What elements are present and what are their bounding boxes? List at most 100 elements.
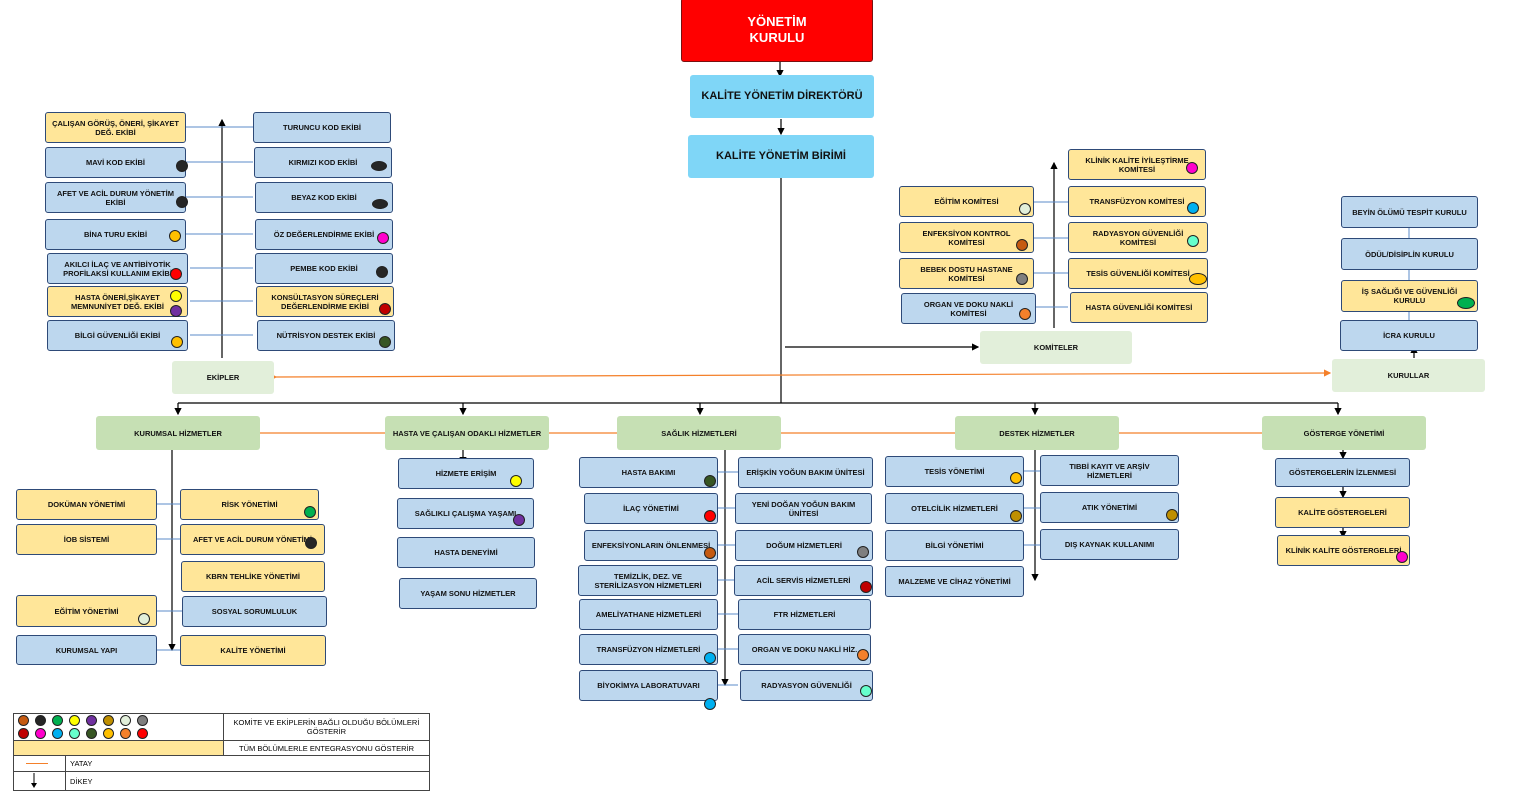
health-right-6[interactable]: ORGAN VE DOKU NAKLİ HİZ.	[738, 634, 871, 665]
color-marker-dot	[377, 232, 389, 244]
support-left-2[interactable]: OTELCİLİK HİZMETLERİ	[885, 493, 1024, 524]
team-right-5[interactable]: PEMBE KOD EKİBİ	[255, 253, 393, 284]
patient-services-header[interactable]: HASTA VE ÇALIŞAN ODAKLI HİZMETLER	[385, 416, 549, 450]
team-right-1[interactable]: TURUNCU KOD EKİBİ	[253, 112, 391, 143]
health-left-2[interactable]: İLAÇ YÖNETİMİ	[584, 493, 718, 524]
health-right-3[interactable]: DOĞUM HİZMETLERİ	[735, 530, 873, 561]
board-item-1[interactable]: BEYİN ÖLÜMÜ TESPİT KURULU	[1341, 196, 1478, 228]
indicator-management-header[interactable]: GÖSTERGE YÖNETİMİ	[1262, 416, 1426, 450]
corporate-right-4[interactable]: SOSYAL SORUMLULUK	[182, 596, 327, 627]
committee-left-2[interactable]: ENFEKSİYON KONTROL KOMİTESİ	[899, 222, 1034, 253]
legend-color-dot	[120, 728, 131, 739]
health-left-4[interactable]: TEMİZLİK, DEZ. VE STERİLİZASYON HİZMETLE…	[578, 565, 718, 596]
color-marker-dot	[138, 613, 150, 625]
committee-left-1[interactable]: EĞİTİM KOMİTESİ	[899, 186, 1034, 217]
health-left-6[interactable]: TRANSFÜZYON HİZMETLERİ	[579, 634, 718, 665]
color-marker-dot	[371, 161, 387, 171]
committee-right-1[interactable]: KLİNİK KALİTE İYİLEŞTİRME KOMİTESİ	[1068, 149, 1206, 180]
team-right-3[interactable]: BEYAZ KOD EKİBİ	[255, 182, 393, 213]
committee-left-4[interactable]: ORGAN VE DOKU NAKLİ KOMİTESİ	[901, 293, 1036, 324]
health-services-header[interactable]: SAĞLIK HİZMETLERİ	[617, 416, 781, 450]
legend: KOMİTE VE EKİPLERİN BAĞLI OLDUĞU BÖLÜMLE…	[13, 713, 430, 791]
legend-color-dot	[52, 728, 63, 739]
color-marker-dot	[510, 475, 522, 487]
health-right-2[interactable]: YENİ DOĞAN YOĞUN BAKIM ÜNİTESİ	[735, 493, 872, 524]
legend-color-dot	[69, 715, 80, 726]
legend-color-dot	[18, 715, 29, 726]
teams-label-box[interactable]: EKİPLER	[172, 361, 274, 394]
support-left-3[interactable]: BİLGİ YÖNETİMİ	[885, 530, 1024, 561]
legend-vertical-arrow-icon	[14, 772, 66, 790]
team-left-6[interactable]: HASTA ÖNERİ,ŞİKAYET MEMNUNİYET DEĞ. EKİB…	[47, 286, 188, 317]
color-marker-dot	[704, 510, 716, 522]
legend-color-dot	[120, 715, 131, 726]
committee-right-4[interactable]: TESİS GÜVENLİĞİ KOMİTESİ	[1068, 258, 1208, 289]
indicator-item-3[interactable]: KLİNİK KALİTE GÖSTERGELERİ	[1277, 535, 1410, 566]
health-right-7[interactable]: RADYASYON GÜVENLİĞİ	[740, 670, 873, 701]
legend-horizontal-line-icon	[14, 756, 66, 772]
legend-row2-text: TÜM BÖLÜMLERLE ENTEGRASYONU GÖSTERİR	[224, 741, 429, 756]
team-right-7[interactable]: NÜTRİSYON DESTEK EKİBİ	[257, 320, 395, 351]
health-right-4[interactable]: ACİL SERVİS HİZMETLERİ	[734, 565, 873, 596]
support-right-3[interactable]: DIŞ KAYNAK KULLANIMI	[1040, 529, 1179, 560]
support-right-1[interactable]: TIBBİ KAYIT VE ARŞİV HİZMETLERİ	[1040, 455, 1179, 486]
team-left-4[interactable]: BİNA TURU EKİBİ	[45, 219, 186, 250]
legend-color-dot	[35, 728, 46, 739]
corporate-right-2[interactable]: AFET VE ACİL DURUM YÖNETİMİ	[180, 524, 325, 555]
team-left-7[interactable]: BİLGİ GÜVENLİĞİ EKİBİ	[47, 320, 188, 351]
indicator-item-2[interactable]: KALİTE GÖSTERGELERİ	[1275, 497, 1410, 528]
team-right-2[interactable]: KIRMIZI KOD EKİBİ	[254, 147, 392, 178]
color-marker-dot	[1186, 162, 1198, 174]
patient-item-2[interactable]: SAĞLIKLI ÇALIŞMA YAŞAMI	[397, 498, 534, 529]
indicator-item-1[interactable]: GÖSTERGELERİN İZLENMESİ	[1275, 458, 1410, 487]
corporate-right-5[interactable]: KALİTE YÖNETİMİ	[180, 635, 326, 666]
patient-item-3[interactable]: HASTA DENEYİMİ	[397, 537, 535, 568]
health-right-1[interactable]: ERİŞKİN YOĞUN BAKIM ÜNİTESİ	[738, 457, 873, 488]
committee-right-3[interactable]: RADYASYON GÜVENLİĞİ KOMİTESİ	[1068, 222, 1208, 253]
color-marker-dot	[860, 685, 872, 697]
legend-color-dot	[137, 728, 148, 739]
health-left-7[interactable]: BİYOKİMYA LABORATUVARI	[579, 670, 718, 701]
board-of-directors-box[interactable]: YÖNETİM KURULU	[681, 0, 873, 62]
corporate-right-3[interactable]: KBRN TEHLİKE YÖNETİMİ	[181, 561, 325, 592]
committees-label-box[interactable]: KOMİTELER	[980, 331, 1132, 364]
corporate-left-2[interactable]: İOB SİSTEMİ	[16, 524, 157, 555]
quality-directorate-box[interactable]: KALİTE YÖNETİM DİREKTÖRÜ	[690, 75, 874, 118]
health-left-5[interactable]: AMELİYATHANE HİZMETLERİ	[579, 599, 718, 630]
corporate-services-header[interactable]: KURUMSAL HİZMETLER	[96, 416, 260, 450]
board-item-3[interactable]: İŞ SAĞLIĞI VE GÜVENLİĞİ KURULU	[1341, 280, 1478, 312]
corporate-left-3[interactable]: EĞİTİM YÖNETİMİ	[16, 595, 157, 627]
legend-dot-swatches	[14, 714, 224, 741]
support-left-4[interactable]: MALZEME VE CİHAZ YÖNETİMİ	[885, 566, 1024, 597]
color-marker-dot	[1166, 509, 1178, 521]
color-marker-dot	[1396, 551, 1408, 563]
committee-left-3[interactable]: BEBEK DOSTU HASTANE KOMİTESİ	[899, 258, 1034, 289]
support-right-2[interactable]: ATIK YÖNETİMİ	[1040, 492, 1179, 523]
committee-right-5[interactable]: HASTA GÜVENLİĞİ KOMİTESİ	[1070, 292, 1208, 323]
quality-unit-box[interactable]: KALİTE YÖNETİM BİRİMİ	[688, 135, 874, 178]
committee-right-2[interactable]: TRANSFÜZYON KOMİTESİ	[1068, 186, 1206, 217]
corporate-right-1[interactable]: RİSK YÖNETİMİ	[180, 489, 319, 520]
support-left-1[interactable]: TESİS YÖNETİMİ	[885, 456, 1024, 487]
corporate-left-1[interactable]: DOKÜMAN YÖNETİMİ	[16, 489, 157, 520]
color-marker-dot	[704, 652, 716, 664]
team-right-4[interactable]: ÖZ DEĞERLENDİRME EKİBİ	[255, 219, 393, 250]
team-left-2[interactable]: MAVİ KOD EKİBİ	[45, 147, 186, 178]
health-right-5[interactable]: FTR HİZMETLERİ	[738, 599, 871, 630]
legend-horizontal-label: YATAY	[66, 756, 429, 772]
team-left-5[interactable]: AKILCI İLAÇ VE ANTİBİYOTİK PROFİLAKSİ KU…	[47, 253, 188, 284]
board-item-4[interactable]: İCRA KURULU	[1340, 320, 1478, 351]
team-left-1[interactable]: ÇALIŞAN GÖRÜŞ, ÖNERİ, ŞİKAYET DEĞ. EKİBİ	[45, 112, 186, 143]
color-marker-dot	[704, 547, 716, 559]
team-right-6[interactable]: KONSÜLTASYON SÜREÇLERİ DEĞERLENDİRME EKİ…	[256, 286, 394, 317]
legend-color-dot	[103, 728, 114, 739]
support-services-header[interactable]: DESTEK HİZMETLER	[955, 416, 1119, 450]
corporate-left-4[interactable]: KURUMSAL YAPI	[16, 635, 157, 665]
health-left-3[interactable]: ENFEKSİYONLARIN ÖNLENMESİ	[584, 530, 718, 561]
team-left-3[interactable]: AFET VE ACİL DURUM YÖNETİM EKİBİ	[45, 182, 186, 213]
legend-yellow-swatch	[14, 741, 224, 756]
health-left-1[interactable]: HASTA BAKIMI	[579, 457, 718, 488]
patient-item-4[interactable]: YAŞAM SONU HİZMETLER	[399, 578, 537, 609]
boards-label-box[interactable]: KURULLAR	[1332, 359, 1485, 392]
board-item-2[interactable]: ÖDÜL/DİSİPLİN KURULU	[1341, 238, 1478, 270]
